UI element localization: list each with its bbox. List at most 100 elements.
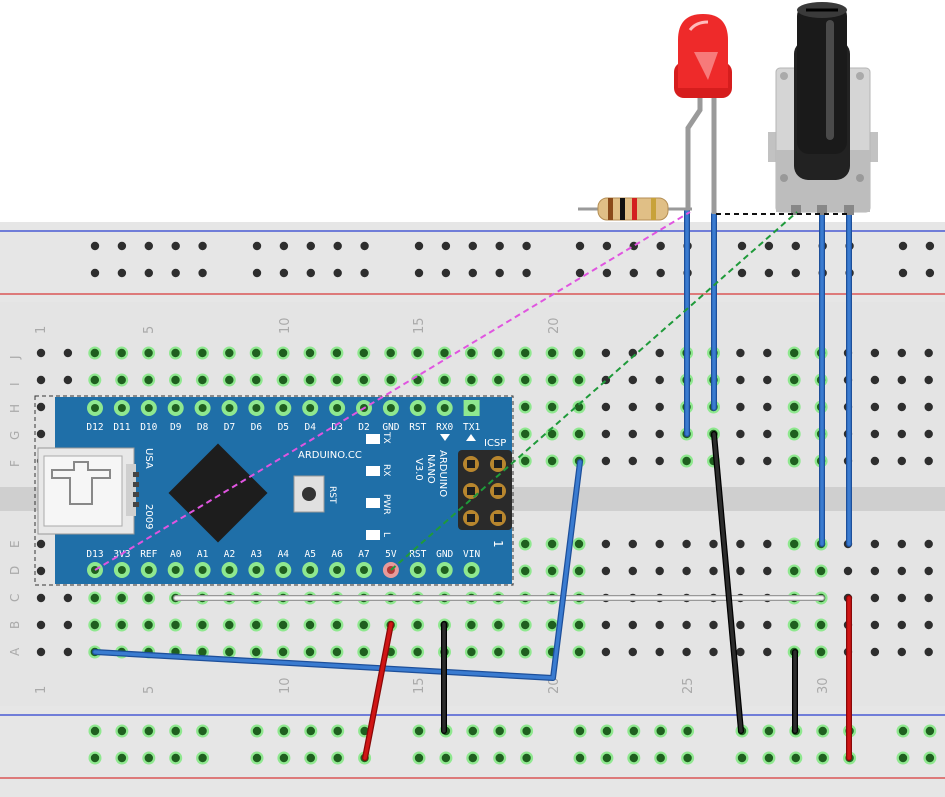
breadboard-hole[interactable] xyxy=(790,402,799,412)
breadboard-hole[interactable] xyxy=(790,456,799,466)
breadboard-hole[interactable] xyxy=(897,566,906,576)
breadboard-hole[interactable] xyxy=(628,402,637,412)
breadboard-hole[interactable] xyxy=(897,429,906,439)
breadboard-hole[interactable] xyxy=(924,593,933,603)
rail-hole[interactable] xyxy=(144,268,153,278)
breadboard-hole[interactable] xyxy=(386,348,395,358)
arduino-pin-hole[interactable] xyxy=(171,404,180,412)
breadboard-hole[interactable] xyxy=(709,566,718,576)
breadboard-hole[interactable] xyxy=(897,647,906,657)
breadboard-hole[interactable] xyxy=(736,375,745,385)
breadboard-hole[interactable] xyxy=(359,348,368,358)
rail-hole[interactable] xyxy=(279,268,289,278)
resistor[interactable] xyxy=(578,197,692,221)
arduino-pin-hole[interactable] xyxy=(144,566,153,574)
rail-hole[interactable] xyxy=(791,241,800,251)
breadboard-hole[interactable] xyxy=(655,348,664,358)
rail-hole[interactable] xyxy=(252,726,262,736)
rail-hole[interactable] xyxy=(441,241,451,251)
breadboard-hole[interactable] xyxy=(305,647,315,657)
breadboard-hole[interactable] xyxy=(924,402,933,412)
breadboard-hole[interactable] xyxy=(547,375,557,385)
breadboard-hole[interactable] xyxy=(90,348,100,358)
rail-hole[interactable] xyxy=(333,726,342,736)
breadboard-hole[interactable] xyxy=(117,375,126,385)
red-led[interactable] xyxy=(674,14,732,214)
rail-hole[interactable] xyxy=(656,753,665,763)
rail-hole[interactable] xyxy=(360,726,369,736)
breadboard-hole[interactable] xyxy=(897,593,906,603)
breadboard-hole[interactable] xyxy=(36,402,46,412)
breadboard-hole[interactable] xyxy=(736,429,745,439)
breadboard-hole[interactable] xyxy=(117,620,126,630)
breadboard-hole[interactable] xyxy=(332,620,342,630)
breadboard-hole[interactable] xyxy=(601,620,611,630)
arduino-pin-hole[interactable] xyxy=(279,566,288,574)
breadboard-hole[interactable] xyxy=(870,402,880,412)
breadboard-hole[interactable] xyxy=(574,348,584,358)
breadboard-hole[interactable] xyxy=(601,429,611,439)
arduino-pin-hole[interactable] xyxy=(333,566,342,574)
breadboard-hole[interactable] xyxy=(36,566,46,576)
rail-hole[interactable] xyxy=(629,268,638,278)
rail-hole[interactable] xyxy=(575,241,585,251)
breadboard-hole[interactable] xyxy=(601,348,611,358)
breadboard-hole[interactable] xyxy=(90,375,100,385)
rail-hole[interactable] xyxy=(333,753,342,763)
rail-hole[interactable] xyxy=(279,726,289,736)
breadboard-hole[interactable] xyxy=(682,620,691,630)
rail-hole[interactable] xyxy=(252,241,262,251)
breadboard-hole[interactable] xyxy=(90,593,100,603)
rail-hole[interactable] xyxy=(737,241,747,251)
breadboard-hole[interactable] xyxy=(870,566,880,576)
breadboard-hole[interactable] xyxy=(897,348,906,358)
rail-hole[interactable] xyxy=(602,241,612,251)
arduino-pin-hole[interactable] xyxy=(117,404,126,412)
breadboard-hole[interactable] xyxy=(763,375,772,385)
breadboard-hole[interactable] xyxy=(305,620,315,630)
breadboard-hole[interactable] xyxy=(790,566,799,576)
rail-hole[interactable] xyxy=(522,241,531,251)
breadboard-hole[interactable] xyxy=(278,647,288,657)
arduino-pin-hole[interactable] xyxy=(413,404,422,412)
rail-hole[interactable] xyxy=(117,753,127,763)
breadboard-hole[interactable] xyxy=(816,620,826,630)
arduino-pin-hole[interactable] xyxy=(306,404,315,412)
rail-hole[interactable] xyxy=(414,268,424,278)
breadboard-hole[interactable] xyxy=(171,620,180,630)
breadboard-hole[interactable] xyxy=(816,566,826,576)
breadboard-hole[interactable] xyxy=(574,647,584,657)
rail-hole[interactable] xyxy=(925,726,935,736)
rail-hole[interactable] xyxy=(495,726,504,736)
breadboard-hole[interactable] xyxy=(36,375,46,385)
breadboard-hole[interactable] xyxy=(225,647,234,657)
breadboard-hole[interactable] xyxy=(897,539,906,549)
rail-hole[interactable] xyxy=(306,268,315,278)
rail-hole[interactable] xyxy=(144,241,153,251)
breadboard-hole[interactable] xyxy=(870,456,880,466)
breadboard-hole[interactable] xyxy=(655,620,664,630)
breadboard-hole[interactable] xyxy=(63,647,73,657)
breadboard-hole[interactable] xyxy=(790,539,799,549)
breadboard-hole[interactable] xyxy=(628,566,637,576)
breadboard-hole[interactable] xyxy=(655,647,664,657)
breadboard-hole[interactable] xyxy=(897,620,906,630)
breadboard-hole[interactable] xyxy=(574,375,584,385)
breadboard-hole[interactable] xyxy=(655,456,664,466)
breadboard-hole[interactable] xyxy=(252,348,261,358)
rail-hole[interactable] xyxy=(198,268,207,278)
arduino-pin-hole[interactable] xyxy=(413,566,422,574)
rail-hole[interactable] xyxy=(764,241,774,251)
arduino-pin-hole[interactable] xyxy=(252,404,261,412)
breadboard-hole[interactable] xyxy=(467,375,476,385)
breadboard-hole[interactable] xyxy=(924,375,933,385)
breadboard-hole[interactable] xyxy=(763,348,772,358)
breadboard-hole[interactable] xyxy=(198,348,207,358)
arduino-pin-hole[interactable] xyxy=(360,566,368,574)
breadboard-hole[interactable] xyxy=(547,620,557,630)
breadboard-hole[interactable] xyxy=(763,539,772,549)
arduino-pin-hole[interactable] xyxy=(279,404,288,412)
arduino-pin-hole[interactable] xyxy=(467,566,476,574)
breadboard-hole[interactable] xyxy=(386,375,395,385)
rail-hole[interactable] xyxy=(925,753,935,763)
